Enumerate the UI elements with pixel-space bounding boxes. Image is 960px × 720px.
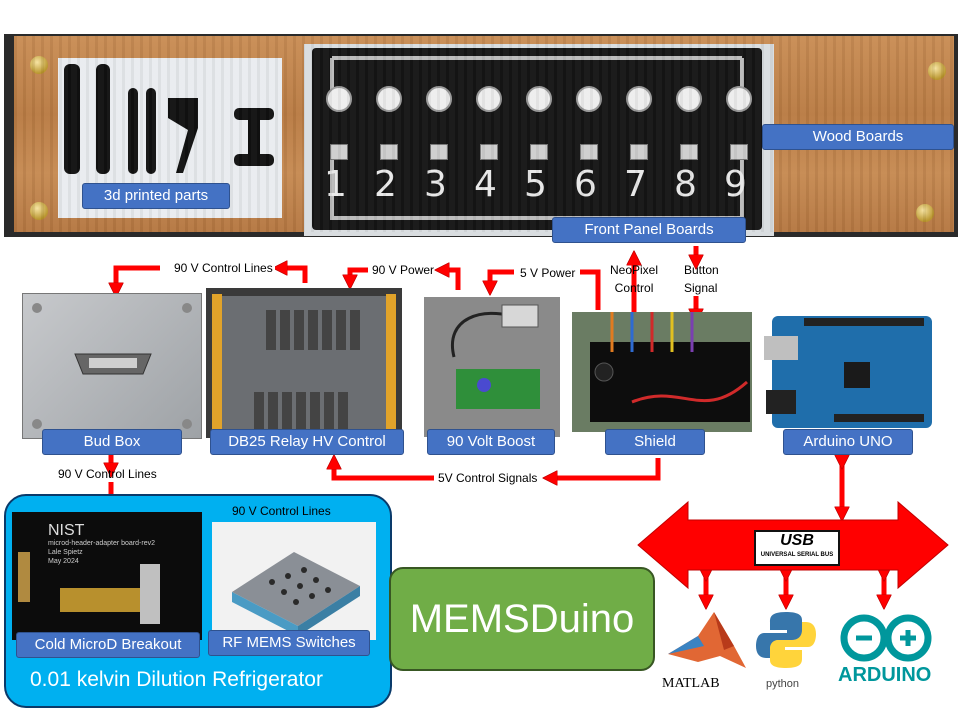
shield-board-icon xyxy=(572,312,752,432)
nist-brand: NIST xyxy=(48,522,85,539)
usb-logo-text: USB xyxy=(780,532,814,549)
bud-box-photo xyxy=(22,293,202,439)
nist-line-1: microd-header-adapter board-rev2 xyxy=(48,540,155,547)
cold-breakout-label: Cold MicroD Breakout xyxy=(16,632,200,658)
nist-line-2: Lale Spietz xyxy=(48,549,83,556)
shield-photo xyxy=(572,312,752,432)
relay-board-photo xyxy=(206,288,402,438)
neopixel-control-label: NeoPixel Control xyxy=(610,263,659,295)
db25-connector-icon xyxy=(32,303,192,429)
breakout-board-icon xyxy=(12,512,202,640)
boost-label: 90 Volt Boost xyxy=(427,429,555,455)
power-5v-label: 5 V Power xyxy=(520,266,576,280)
boost-converter-photo xyxy=(424,297,560,437)
arrow-5v-to-boost xyxy=(490,269,514,288)
arduino-uno-photo xyxy=(764,306,940,436)
memsduino-title: MEMSDuino xyxy=(389,567,655,671)
python-label: python xyxy=(766,678,800,690)
fridge-label: 0.01 kelvin Dilution Refrigerator xyxy=(30,668,323,691)
front-panel-label: Front Panel Boards xyxy=(552,217,746,243)
rf-mems-photo xyxy=(212,522,376,640)
printed-parts-label: 3d printed parts xyxy=(82,183,230,209)
arrow-power-to-relay xyxy=(350,267,368,282)
usb-logo: USB UNIVERSAL SERIAL BUS xyxy=(754,530,840,566)
rf-mems-label: RF MEMS Switches xyxy=(208,630,370,656)
control-lines-label: 90 V Control Lines xyxy=(172,261,275,275)
arduino-logo-label: ARDUINO xyxy=(838,664,932,686)
control-signals-5v-label: 5V Control Signals xyxy=(438,471,538,485)
arrow-shield-5v xyxy=(580,269,601,310)
nist-line-3: May 2024 xyxy=(48,558,79,565)
arrow-5v-control-right xyxy=(550,458,661,478)
arrow-control-to-budbox xyxy=(116,265,160,290)
relay-label: DB25 Relay HV Control xyxy=(210,429,404,455)
python-logo-icon xyxy=(756,612,816,668)
arrow-boost-power xyxy=(442,270,461,290)
cold-breakout-photo: NIST microd-header-adapter board-rev2 La… xyxy=(12,512,202,640)
arduino-logo-icon xyxy=(840,614,932,662)
button-signal-label: Button Signal xyxy=(684,263,719,295)
mems-chip-icon xyxy=(232,552,360,636)
matlab-label: MATLAB xyxy=(662,676,720,691)
wood-boards-label: Wood Boards xyxy=(762,124,954,150)
control-lines-bottom-label: 90 V Control Lines xyxy=(58,467,157,481)
matlab-logo-icon xyxy=(668,612,746,668)
usb-subtext: UNIVERSAL SERIAL BUS xyxy=(760,552,834,558)
power-90v-label: 90 V Power xyxy=(372,263,435,277)
arduino-uno-label: Arduino UNO xyxy=(783,429,913,455)
arduino-board-icon xyxy=(764,316,932,428)
bud-box-label: Bud Box xyxy=(42,429,182,455)
control-lines-fridge-label: 90 V Control Lines xyxy=(232,504,331,518)
shield-label: Shield xyxy=(605,429,705,455)
boost-board-icon xyxy=(450,304,540,409)
relay-icon xyxy=(212,294,396,432)
arrow-5v-control-left xyxy=(334,462,434,481)
